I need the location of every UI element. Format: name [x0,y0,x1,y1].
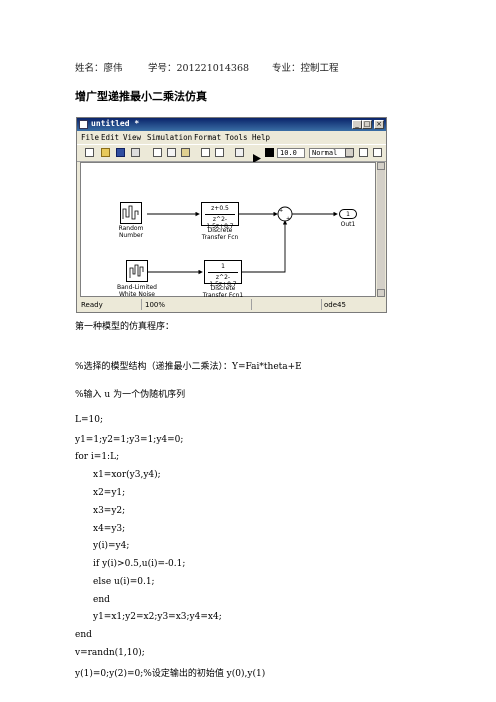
menu-simulation[interactable]: Simulation [147,133,193,142]
status-bar: Ready 100% ode45 [77,298,386,311]
menu-view[interactable]: View [123,133,142,142]
code-line: y1=x1;y2=x2;y3=x3;y4=x4; [93,612,222,622]
outport-block[interactable]: 1 [339,209,357,219]
comment-input-sequence: %输入 u 为一个伪随机序列 [75,390,186,400]
outport-number: 1 [346,211,350,218]
redo-icon[interactable] [215,148,224,157]
maximize-button[interactable]: □ [362,120,372,129]
code-line: y(1)=0;y(2)=0;%设定输出的初始值 y(0),y(1) [75,669,266,679]
cut-icon[interactable] [153,148,162,157]
simulink-app-icon [79,120,88,129]
model-canvas[interactable]: + + Random Number Band-Limited White Noi… [80,162,376,299]
student-name: 姓名：廖伟 [75,63,123,74]
noise-signal-icon [129,264,144,278]
outport-label: Out1 [340,221,356,228]
undo-icon[interactable] [201,148,210,157]
close-button[interactable]: × [374,120,384,129]
code-line: L=10; [75,415,104,425]
scroll-down-icon[interactable] [377,289,385,297]
minimize-button[interactable]: _ [352,120,362,129]
code-line: x4=y3; [93,524,126,534]
tf2-numerator: 1 [221,263,225,270]
code-line: if y(i)>0.5,u(i)=-0.1; [93,559,186,569]
status-divider [251,299,252,310]
random-signal-icon [122,205,139,220]
debug-icon[interactable] [359,148,368,157]
white-noise-label: Band-Limited White Noise [117,284,157,298]
model-explorer-icon[interactable] [373,148,382,157]
random-number-label: Random Number [118,225,144,239]
discrete-transfer-fcn-block[interactable]: z+0.5 z^2-1.5z+0.7 [201,202,239,230]
library-browser-icon[interactable] [235,148,244,157]
vertical-scrollbar[interactable] [377,162,385,297]
window-titlebar: untitled * _ □ × [77,118,386,131]
sum-block[interactable] [277,206,293,222]
tf2-denominator: z^2-1.5z+0.7 [209,274,237,288]
simulink-window: untitled * _ □ × File Edit View Simulati… [76,117,387,313]
chevron-down-icon[interactable] [345,148,354,157]
document-title: 增广型递推最小二乘法仿真 [75,90,207,103]
tf1-denominator: z^2-1.5z+0.7 [206,216,234,230]
stop-simulation-icon[interactable] [265,148,274,157]
toolbar: 10.0 Normal [77,144,386,163]
code-line: x2=y1; [93,488,126,498]
menu-edit[interactable]: Edit [101,133,120,142]
tf2-fraction-bar [208,272,238,273]
copy-icon[interactable] [167,148,176,157]
line-tf2-to-sum [242,220,288,273]
student-major: 专业：控制工程 [272,63,339,74]
code-line: v=randn(1,10); [75,648,145,658]
code-line: for i=1:L; [75,452,120,462]
window-title: untitled * [91,119,140,128]
comment-model-structure: %选择的模型结构（递推最小二乘法）：Y=Fai*theta+E [75,362,302,372]
menu-bar: File Edit View Simulation Format Tools H… [77,132,386,143]
tf2-label: Discrete Transfer Fcn1 [202,285,244,299]
white-noise-block[interactable] [126,260,148,282]
status-solver: ode45 [324,301,346,309]
student-id: 学号：201221014368 [148,63,250,74]
menu-help[interactable]: Help [252,133,271,142]
status-divider [321,299,322,310]
paste-icon[interactable] [181,148,190,157]
new-model-icon[interactable] [85,148,94,157]
open-folder-icon[interactable] [101,148,110,157]
tf1-numerator: z+0.5 [211,205,229,212]
scroll-up-icon[interactable] [377,162,385,170]
code-line: x1=xor(y3,y4); [93,470,161,480]
discrete-transfer-fcn1-block[interactable]: 1 z^2-1.5z+0.7 [204,260,242,288]
tf1-fraction-bar [205,214,235,215]
status-divider [141,299,142,310]
simulation-mode-value: Normal [312,149,338,157]
intro-text: 第一种模型的仿真程序： [75,322,175,332]
sum-plus-sign-top: + [279,208,283,214]
code-line: x3=y2; [93,506,126,516]
menu-tools[interactable]: Tools [225,133,248,142]
sum-plus-sign-bottom: + [286,216,290,222]
code-line: else u(i)=0.1; [93,577,155,587]
menu-file[interactable]: File [81,133,100,142]
start-simulation-icon[interactable] [252,148,261,163]
code-line: y(i)=y4; [93,541,130,551]
code-line: y1=1;y2=1;y3=1;y4=0; [75,435,184,445]
print-icon[interactable] [131,148,140,157]
signal-lines: + + [147,206,338,275]
random-number-block[interactable] [120,202,142,224]
tf1-label: Discrete Transfer Fcn [201,227,239,241]
status-state: Ready [81,301,103,309]
save-icon[interactable] [116,148,125,157]
status-zoom: 100% [145,301,166,309]
code-line: end [75,630,92,640]
menu-format[interactable]: Format [194,133,222,142]
code-line: end [93,595,110,605]
stop-time-input[interactable]: 10.0 [277,148,305,158]
